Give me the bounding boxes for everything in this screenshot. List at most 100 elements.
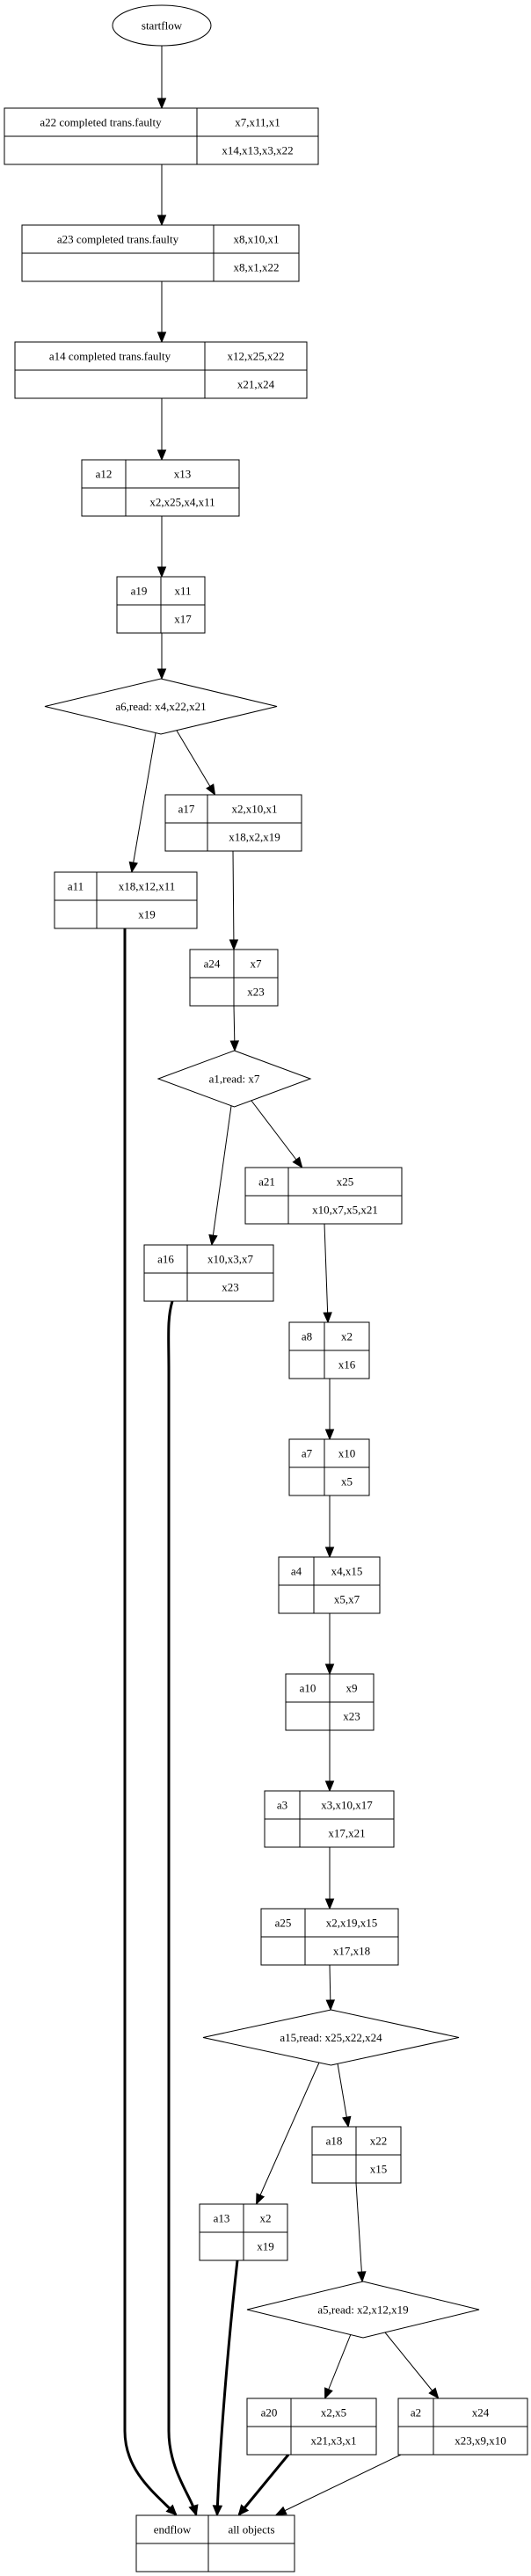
read-objects: x13 <box>174 468 192 481</box>
edge-line <box>324 2333 352 2398</box>
write-objects: x23 <box>222 1281 239 1294</box>
edge-arrowhead <box>428 2387 440 2399</box>
edge-a13-to-endflow <box>212 2259 239 2517</box>
decision-diamond <box>44 678 278 735</box>
edge-arrowhead <box>212 2505 223 2517</box>
edge-line <box>324 1223 329 1322</box>
edge-a22-to-a23 <box>156 164 167 227</box>
edge-a19-to-a6 <box>156 633 167 680</box>
edge-line <box>256 2062 320 2204</box>
edge-a16-to-endflow <box>167 1300 199 2517</box>
edge-line <box>251 1100 302 1168</box>
write-objects: x23 <box>247 986 265 999</box>
edge-arrowhead <box>324 1546 335 1559</box>
edge-arrowhead <box>324 1780 335 1793</box>
read-objects: x9 <box>346 1682 358 1695</box>
action-label: a19 <box>131 585 148 598</box>
edge-a5-to-a20 <box>324 2333 352 2400</box>
edge-a1-to-a21 <box>251 1100 303 1168</box>
edge-arrowhead <box>188 2504 199 2517</box>
read-objects: x8,x10,x1 <box>234 233 280 246</box>
edge-a10-to-a3 <box>324 1730 335 1793</box>
edge-a4-to-a10 <box>324 1613 335 1676</box>
start-node[interactable]: startflow <box>112 4 212 47</box>
action-label: a18 <box>326 2135 343 2148</box>
decision-node-a6[interactable]: a6,read: x4,x22,x21 <box>44 678 278 735</box>
edge-a5-to-a2 <box>384 2332 440 2399</box>
read-objects: x3,x10,x17 <box>321 1799 373 1812</box>
write-objects: x23,x9,x10 <box>455 2434 506 2448</box>
edge-arrowhead <box>324 2387 333 2400</box>
read-objects: x25 <box>337 1175 354 1189</box>
edge-a17-to-a24 <box>229 850 239 951</box>
edge-arrowhead <box>206 783 216 796</box>
read-objects: x2,x5 <box>321 2406 346 2420</box>
edge-line <box>167 1300 198 2515</box>
edge-arrowhead <box>256 2193 266 2206</box>
read-objects: x10 <box>338 1447 356 1460</box>
edge-arrowhead <box>165 2504 178 2516</box>
edge-a15-to-a13 <box>256 2062 320 2206</box>
action-label: a4 <box>291 1565 302 1578</box>
edge-a8-to-a7 <box>324 1379 335 1441</box>
action-label: a22 completed trans.faulty <box>40 116 162 129</box>
decision-label: a15,read: x25,x22,x24 <box>280 2031 382 2044</box>
write-objects: x19 <box>257 2240 274 2253</box>
write-objects: x10,x7,x5,x21 <box>312 1204 378 1217</box>
write-objects: x18,x2,x19 <box>229 831 280 844</box>
nodes-layer: startflow a22 completed trans.faulty x7,x1… <box>4 4 528 2572</box>
action-node-a20[interactable]: a20 x2,x5 x21,x3,x1 <box>246 2398 377 2456</box>
decision-node-a1[interactable]: a1,read: x7 <box>156 1050 312 1108</box>
action-label: a20 <box>261 2406 278 2420</box>
edge-a6-to-a11 <box>128 732 156 874</box>
action-label: a7 <box>302 1447 313 1460</box>
write-objects: x23 <box>343 1710 360 1723</box>
read-objects: x22 <box>370 2135 388 2148</box>
read-objects: x2 <box>260 2212 272 2225</box>
decision-node-a5[interactable]: a5,read: x2,x12,x19 <box>246 2281 480 2339</box>
write-objects: x5,x7 <box>334 1593 360 1606</box>
action-label: a2 <box>411 2406 421 2420</box>
read-objects: x12,x25,x22 <box>228 350 285 363</box>
edge-arrowhead <box>229 939 239 951</box>
edge-arrowhead <box>292 1156 303 1168</box>
edge-startflow-to-a22 <box>156 46 167 110</box>
decision-diamond <box>156 1050 312 1108</box>
edge-line <box>215 2259 239 2515</box>
edge-a24-to-a1 <box>229 1005 240 1052</box>
read-objects: x7 <box>251 957 263 971</box>
action-node-a16[interactable]: a16 x10,x3,x7 x23 <box>143 1244 274 1302</box>
edge-a18-to-a5 <box>355 2182 367 2283</box>
read-objects: x2 <box>341 1330 353 1343</box>
decision-node-a15[interactable]: a15,read: x25,x22,x24 <box>202 2009 460 2066</box>
decision-diamond <box>202 2009 460 2066</box>
read-objects: x10,x3,x7 <box>207 1253 254 1266</box>
start-ellipse <box>112 4 212 47</box>
write-objects: x21,x3,x1 <box>311 2434 357 2448</box>
edge-a2-to-endflow <box>274 2454 402 2516</box>
action-label: a16 <box>157 1253 174 1266</box>
write-objects: x17 <box>174 613 192 626</box>
edge-line <box>232 850 235 950</box>
read-objects: x7,x11,x1 <box>235 116 280 129</box>
action-label: a17 <box>178 803 195 816</box>
